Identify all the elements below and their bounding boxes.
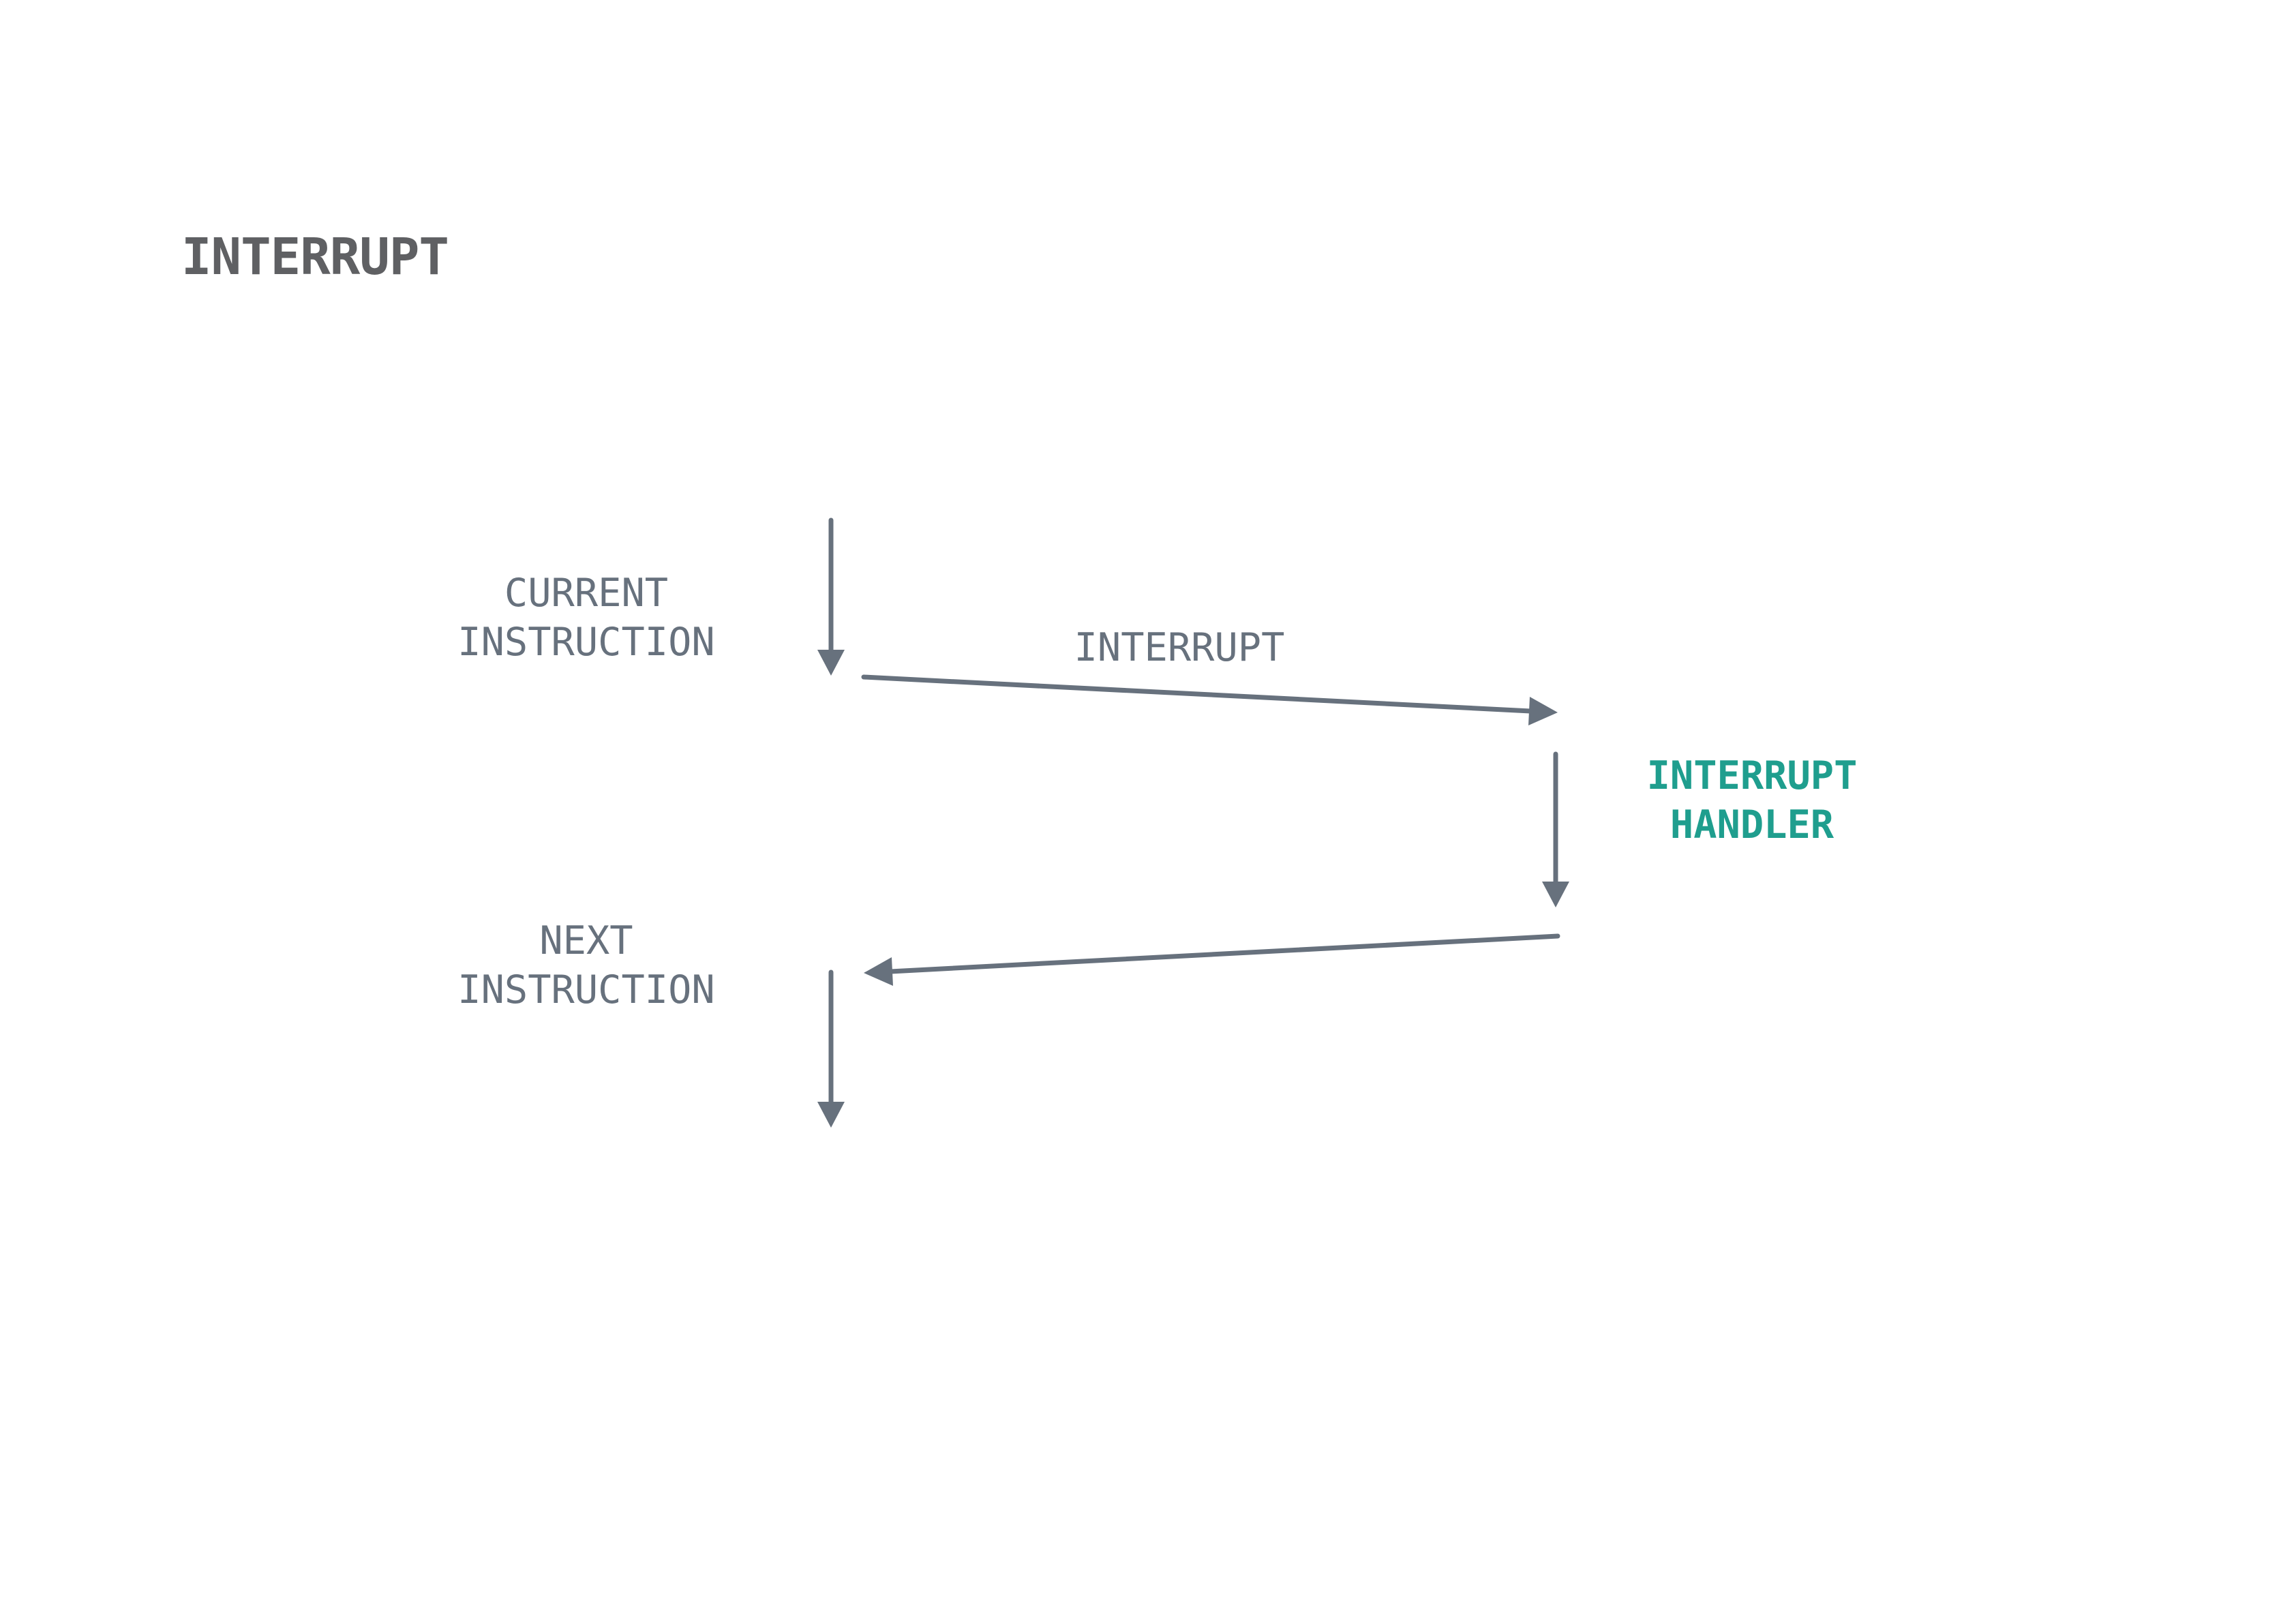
return-arrow [888,933,1560,974]
next-instruction-label-line-1: NEXT [539,918,633,963]
current-instruction-label-line-1: CURRENT [504,571,669,616]
current-instruction-label: CURRENT INSTRUCTION [450,569,723,667]
handler-arrowhead [1542,882,1569,907]
interrupt-arrow [861,674,1533,714]
diagram-title: INTERRUPT [181,228,449,286]
interrupt-arrowhead [1528,697,1558,725]
current-instruction-arrowhead [817,650,845,676]
interrupt-signal-label: INTERRUPT [1043,623,1316,672]
interrupt-signal-label-text: INTERRUPT [1074,625,1285,670]
current-instruction-label-line-2: INSTRUCTION [457,620,715,665]
return-arrowhead [864,957,893,986]
interrupt-handler-label-line-1: INTERRUPT [1646,753,1858,798]
next-instruction-arrowhead [817,1102,845,1128]
next-instruction-label-line-2: INSTRUCTION [457,967,715,1012]
interrupt-handler-label: INTERRUPT HANDLER [1616,751,1888,849]
next-instruction-label: NEXT INSTRUCTION [450,916,723,1014]
interrupt-handler-label-line-2: HANDLER [1670,802,1834,847]
